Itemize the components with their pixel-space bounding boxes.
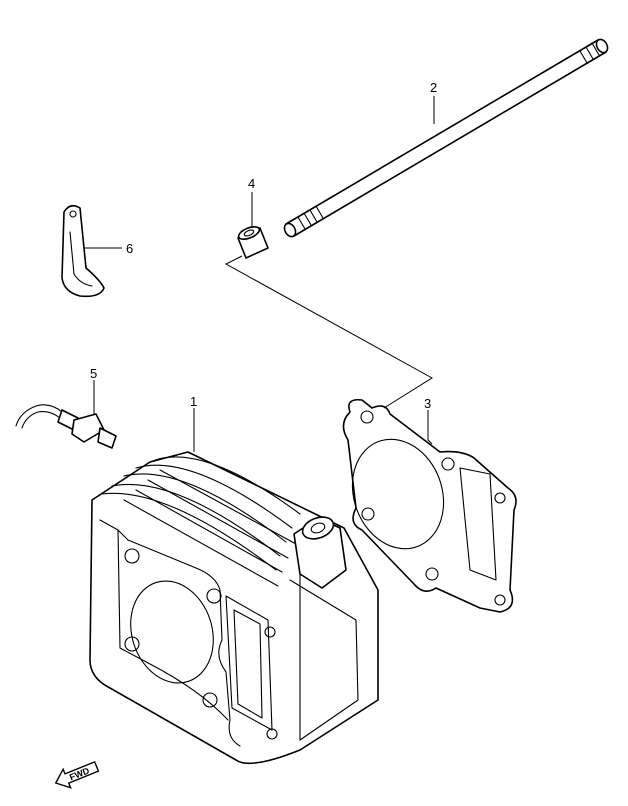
fwd-label: FWD: [68, 765, 91, 782]
assembly-line: [224, 255, 433, 409]
callout-3: 3: [424, 396, 431, 411]
gasket-part: [342, 398, 517, 613]
callout-5: 5: [90, 366, 97, 381]
leader-lines: [84, 96, 435, 452]
sensor-fitting-part: [15, 404, 117, 449]
callout-4: 4: [248, 176, 255, 191]
stud-bolt-part: [283, 38, 609, 238]
clamp-bracket-part: [61, 204, 105, 298]
callout-2: 2: [430, 80, 437, 95]
forward-arrow-icon: FWD: [54, 760, 100, 789]
cylinder-part: [89, 451, 379, 765]
callout-6: 6: [126, 241, 133, 256]
dowel-pin-part: [237, 225, 269, 259]
callout-1: 1: [190, 394, 197, 409]
